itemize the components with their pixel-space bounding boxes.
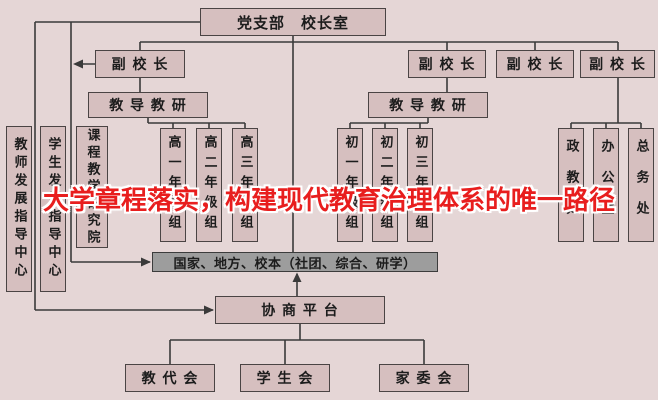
box-senior-grade-2: 高二年级组 (196, 128, 222, 242)
box-senior-grade-1: 高一年级组 (160, 128, 186, 242)
box-vice-principal-right-2: 副 校 长 (496, 50, 574, 78)
box-junior-grade-2: 初二年级组 (372, 128, 398, 242)
box-junior-grade-3: 初三年级组 (407, 128, 433, 242)
arrow-left-icon (73, 59, 83, 69)
box-teacher-development-center: 教师发展指导中心 (6, 126, 32, 292)
headline-overlay-text: 大学章程落实，构建现代教育治理体系的唯一路径 (42, 186, 615, 216)
box-curriculum-research-institute: 课程教学研究院 (76, 126, 108, 248)
box-dept-political-education: 政教处 (558, 128, 584, 242)
box-teachers-congress: 教 代 会 (125, 364, 215, 392)
arrowheads (73, 59, 302, 315)
box-consultation-platform: 协 商 平 台 (215, 296, 385, 324)
box-junior-grade-1: 初一年级组 (337, 128, 363, 242)
arrow-up-into-bar-icon (292, 272, 302, 282)
box-student-development-center: 学生发展指导中心 (40, 126, 66, 292)
box-vice-principal-right-1: 副 校 长 (408, 50, 486, 78)
box-dept-general-affairs: 总务处 (628, 128, 654, 242)
box-teaching-research-right: 教 导 教 研 (368, 92, 488, 118)
arrow-right-into-platform-icon (204, 305, 214, 315)
box-teaching-research-left: 教 导 教 研 (88, 92, 208, 118)
box-parents-committee: 家 委 会 (379, 364, 469, 392)
box-student-union: 学 生 会 (240, 364, 330, 392)
box-dept-office: 办公室 (593, 128, 619, 242)
box-curriculum-bar: 国家、地方、校本（社团、综合、研学） (152, 252, 438, 272)
arrow-right-into-bar-icon (141, 257, 151, 267)
box-senior-grade-3: 高三年级组 (232, 128, 258, 242)
box-party-branch-principal-office: 党支部 校长室 (200, 8, 386, 36)
box-vice-principal-left: 副 校 长 (95, 50, 185, 78)
box-vice-principal-right-3: 副 校 长 (580, 50, 655, 78)
